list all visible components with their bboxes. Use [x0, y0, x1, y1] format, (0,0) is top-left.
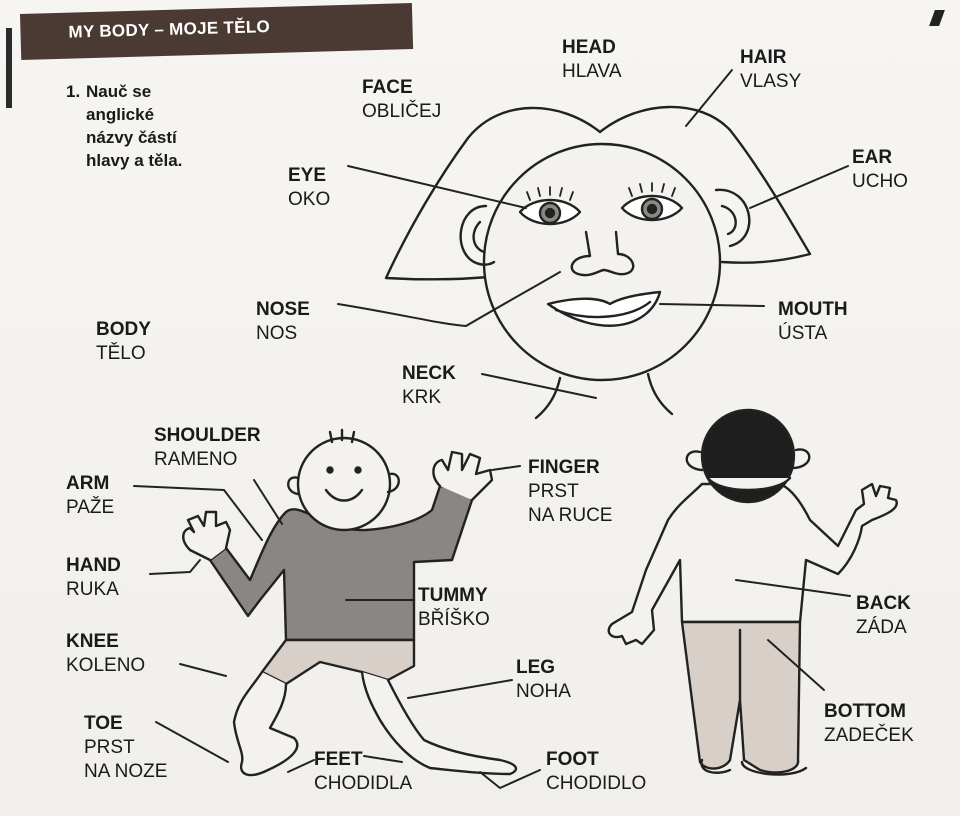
boy-left-leg: [234, 672, 297, 775]
label-mouth-cz: ÚSTA: [778, 322, 848, 346]
back-boy-ear-r: [794, 449, 809, 468]
boy-head: [298, 438, 390, 530]
boy-ear-l: [288, 477, 298, 494]
label-face-en: FACE: [362, 76, 441, 100]
label-knee-cz: KOLENO: [66, 654, 145, 678]
label-hair: HAIR VLASY: [740, 46, 801, 94]
neck-left: [536, 378, 560, 418]
label-mouth: MOUTH ÚSTA: [778, 298, 848, 346]
label-toe-en: TOE: [84, 712, 167, 736]
label-leg-cz: NOHA: [516, 680, 571, 704]
right-ear-inner: [722, 206, 736, 234]
back-boy-ear-l: [687, 451, 702, 470]
label-back: BACK ZÁDA: [856, 592, 911, 640]
label-hand-en: HAND: [66, 554, 121, 578]
label-body-en: BODY: [96, 318, 151, 342]
neck-right: [648, 374, 672, 414]
label-feet: FEET CHODIDLA: [314, 748, 412, 796]
label-arm-cz: PAŽE: [66, 496, 114, 520]
back-boy-body: [609, 484, 897, 644]
label-shoulder-cz: RAMENO: [154, 448, 261, 472]
label-face-cz: OBLIČEJ: [362, 100, 441, 124]
label-toe-cz: PRST: [84, 736, 167, 760]
boy-eye-l: [328, 468, 333, 473]
label-leg-en: LEG: [516, 656, 571, 680]
label-ear-en: EAR: [852, 146, 908, 170]
label-finger-cz2: NA RUCE: [528, 504, 612, 528]
label-mouth-en: MOUTH: [778, 298, 848, 322]
eye-leader: [348, 166, 526, 208]
label-hand-cz: RUKA: [66, 578, 121, 602]
finger-leader: [492, 466, 520, 470]
label-neck-en: NECK: [402, 362, 456, 386]
ear-leader: [750, 166, 848, 208]
label-nose-cz: NOS: [256, 322, 310, 346]
label-arm: ARM PAŽE: [66, 472, 114, 520]
label-ear-cz: UCHO: [852, 170, 908, 194]
label-shoulder-en: SHOULDER: [154, 424, 261, 448]
label-hair-en: HAIR: [740, 46, 801, 70]
left-ear-inner: [474, 222, 484, 252]
label-neck: NECK KRK: [402, 362, 456, 410]
label-tummy-en: TUMMY: [418, 584, 490, 608]
label-bottom-cz: ZADEČEK: [824, 724, 914, 748]
label-head: HEAD HLAVA: [562, 36, 622, 84]
boy-shorts: [262, 640, 414, 684]
label-nose-en: NOSE: [256, 298, 310, 322]
label-arm-en: ARM: [66, 472, 114, 496]
right-pupil: [648, 205, 656, 213]
label-back-cz: ZÁDA: [856, 616, 911, 640]
label-neck-cz: KRK: [402, 386, 456, 410]
boy-eye-r: [356, 468, 361, 473]
hand-leader: [150, 560, 200, 574]
label-head-en: HEAD: [562, 36, 622, 60]
label-body-cz: TĚLO: [96, 342, 151, 366]
label-toe-cz2: NA NOZE: [84, 760, 167, 784]
label-nose: NOSE NOS: [256, 298, 310, 346]
knee-leader: [180, 664, 226, 676]
feet-leader: [288, 760, 314, 772]
label-leg: LEG NOHA: [516, 656, 571, 704]
label-eye-en: EYE: [288, 164, 330, 188]
face-circle: [484, 144, 720, 380]
label-ear: EAR UCHO: [852, 146, 908, 194]
label-foot-cz: CHODIDLO: [546, 772, 646, 796]
label-knee-en: KNEE: [66, 630, 145, 654]
label-toe: TOE PRST NA NOZE: [84, 712, 167, 784]
label-eye: EYE OKO: [288, 164, 330, 212]
label-knee: KNEE KOLENO: [66, 630, 145, 678]
label-head-cz: HLAVA: [562, 60, 622, 84]
label-shoulder: SHOULDER RAMENO: [154, 424, 261, 472]
label-hair-cz: VLASY: [740, 70, 801, 94]
label-finger: FINGER PRST NA RUCE: [528, 456, 612, 528]
right-ear: [716, 190, 749, 246]
label-hand: HAND RUKA: [66, 554, 121, 602]
label-bottom-en: BOTTOM: [824, 700, 914, 724]
leg-leader: [408, 680, 512, 698]
label-tummy-cz: BŘÍŠKO: [418, 608, 490, 632]
label-finger-cz: PRST: [528, 480, 612, 504]
label-eye-cz: OKO: [288, 188, 330, 212]
left-pupil: [546, 209, 554, 217]
shoulder-leader: [254, 480, 282, 524]
label-feet-en: FEET: [314, 748, 412, 772]
label-tummy: TUMMY BŘÍŠKO: [418, 584, 490, 632]
label-foot: FOOT CHODIDLO: [546, 748, 646, 796]
label-face: FACE OBLIČEJ: [362, 76, 441, 124]
label-finger-en: FINGER: [528, 456, 612, 480]
label-foot-en: FOOT: [546, 748, 646, 772]
label-bottom: BOTTOM ZADEČEK: [824, 700, 914, 748]
label-back-en: BACK: [856, 592, 911, 616]
label-body: BODY TĚLO: [96, 318, 151, 366]
label-feet-cz: CHODIDLA: [314, 772, 412, 796]
hair-leader: [686, 70, 732, 126]
